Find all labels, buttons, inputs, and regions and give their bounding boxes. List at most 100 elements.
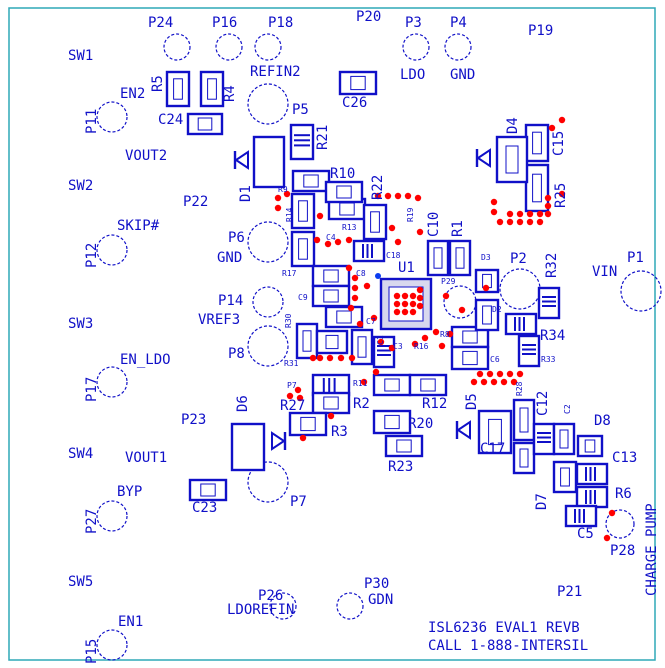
- part-r30: [295, 322, 319, 360]
- label-r4: R4: [222, 85, 238, 102]
- d4-symbol: [476, 148, 491, 168]
- label-d4: D4: [505, 117, 521, 134]
- label-c9: C9: [298, 293, 308, 302]
- tp-p24: [163, 33, 191, 61]
- pad-4: [313, 236, 321, 244]
- label-en-ldo: EN_LDO: [120, 352, 171, 368]
- label-p4: P4: [450, 15, 467, 31]
- pad-25: [401, 292, 409, 300]
- label-gnd-top: GND: [450, 67, 475, 83]
- label-c6: C6: [490, 355, 500, 364]
- pad-7: [345, 236, 353, 244]
- part-r17: [290, 230, 316, 268]
- part-r4-inner: [207, 78, 217, 100]
- footer-line-2: CALL 1-888-INTERSIL: [428, 638, 588, 654]
- label-r14: R14: [285, 207, 294, 222]
- label-r3: R3: [331, 424, 348, 440]
- label-p23: P23: [181, 412, 206, 428]
- part-d5-inner: [488, 418, 502, 446]
- pad-20: [347, 304, 355, 312]
- label-r25: R25: [553, 183, 569, 208]
- pad-21: [363, 282, 371, 290]
- label-c13: C13: [612, 450, 637, 466]
- pad-73: [496, 370, 504, 378]
- label-r34: R34: [540, 328, 565, 344]
- part-c1: [350, 328, 374, 366]
- pad-85: [608, 509, 616, 517]
- label-r33: R33: [541, 355, 556, 364]
- label-p1: P1: [627, 250, 644, 266]
- label-p5: P5: [292, 102, 309, 118]
- tp-p16: [215, 33, 243, 61]
- d5-symbol: [456, 420, 471, 440]
- pad-39: [421, 334, 429, 342]
- pad-62: [496, 218, 504, 226]
- pad-59: [544, 194, 552, 202]
- label-r22: R22: [370, 175, 386, 200]
- pad-64: [516, 218, 524, 226]
- part-r20: [372, 409, 412, 435]
- pad-13: [388, 224, 396, 232]
- part-c12: [532, 422, 556, 456]
- part-r14-inner: [298, 200, 308, 222]
- tp-p12: [96, 234, 128, 266]
- pad-38: [411, 340, 419, 348]
- label-c26: C26: [342, 95, 367, 111]
- part-r25: [524, 163, 550, 213]
- part-r22pad-inner: [336, 185, 352, 199]
- label-en2: EN2: [120, 86, 145, 102]
- part-r23-inner: [396, 439, 412, 453]
- part-r30-inner: [302, 330, 312, 352]
- part-r17-inner: [298, 238, 308, 260]
- label-p26: P26: [258, 588, 283, 604]
- pad-29: [409, 300, 417, 308]
- pad-60: [490, 198, 498, 206]
- part-c7: [324, 305, 364, 329]
- part-c13: [575, 462, 609, 486]
- label-r6: R6: [615, 486, 632, 502]
- label-c3: C3: [393, 342, 403, 351]
- part-c8: [311, 264, 351, 288]
- label-d7: D7: [534, 493, 550, 510]
- part-c24-inner: [197, 117, 213, 131]
- pad-51: [296, 394, 304, 402]
- label-d8: D8: [594, 413, 611, 429]
- pad-50: [286, 392, 294, 400]
- footer-line-1: ISL6236 EVAL1 REVB: [428, 620, 580, 636]
- pad-17: [351, 274, 359, 282]
- label-r5: R5: [150, 75, 166, 92]
- pad-31: [401, 308, 409, 316]
- pad-53: [299, 434, 307, 442]
- label-c10: C10: [426, 212, 442, 237]
- part-d8-inner: [584, 439, 596, 453]
- part-r2-inner: [323, 396, 339, 410]
- solder-pads: [274, 116, 616, 542]
- pad-63: [506, 218, 514, 226]
- components: [165, 70, 609, 528]
- pad-71: [476, 370, 484, 378]
- part-d4-inner: [505, 145, 519, 174]
- pad-40: [432, 328, 440, 336]
- tp-p28: [605, 509, 635, 539]
- part-r16b: [372, 373, 412, 397]
- label-r11: R11: [353, 379, 368, 388]
- label-sw5: SW5: [68, 574, 93, 590]
- label-c18: C18: [386, 251, 401, 260]
- label-en1: EN1: [118, 614, 143, 630]
- pad-30: [393, 308, 401, 316]
- pad-80: [510, 378, 518, 386]
- part-d8: [576, 434, 604, 458]
- label-c24: C24: [158, 112, 183, 128]
- pad-23: [370, 314, 378, 322]
- pad-0: [274, 194, 282, 202]
- pad-65: [526, 218, 534, 226]
- label-p2: P2: [510, 251, 527, 267]
- label-p7a: P7: [287, 381, 297, 390]
- label-r10: R10: [330, 166, 355, 182]
- pad-43: [316, 354, 324, 362]
- label-c12: C12: [535, 391, 551, 416]
- part-d4: [495, 135, 529, 184]
- label-c5: C5: [577, 526, 594, 542]
- tp-p1: [620, 270, 662, 312]
